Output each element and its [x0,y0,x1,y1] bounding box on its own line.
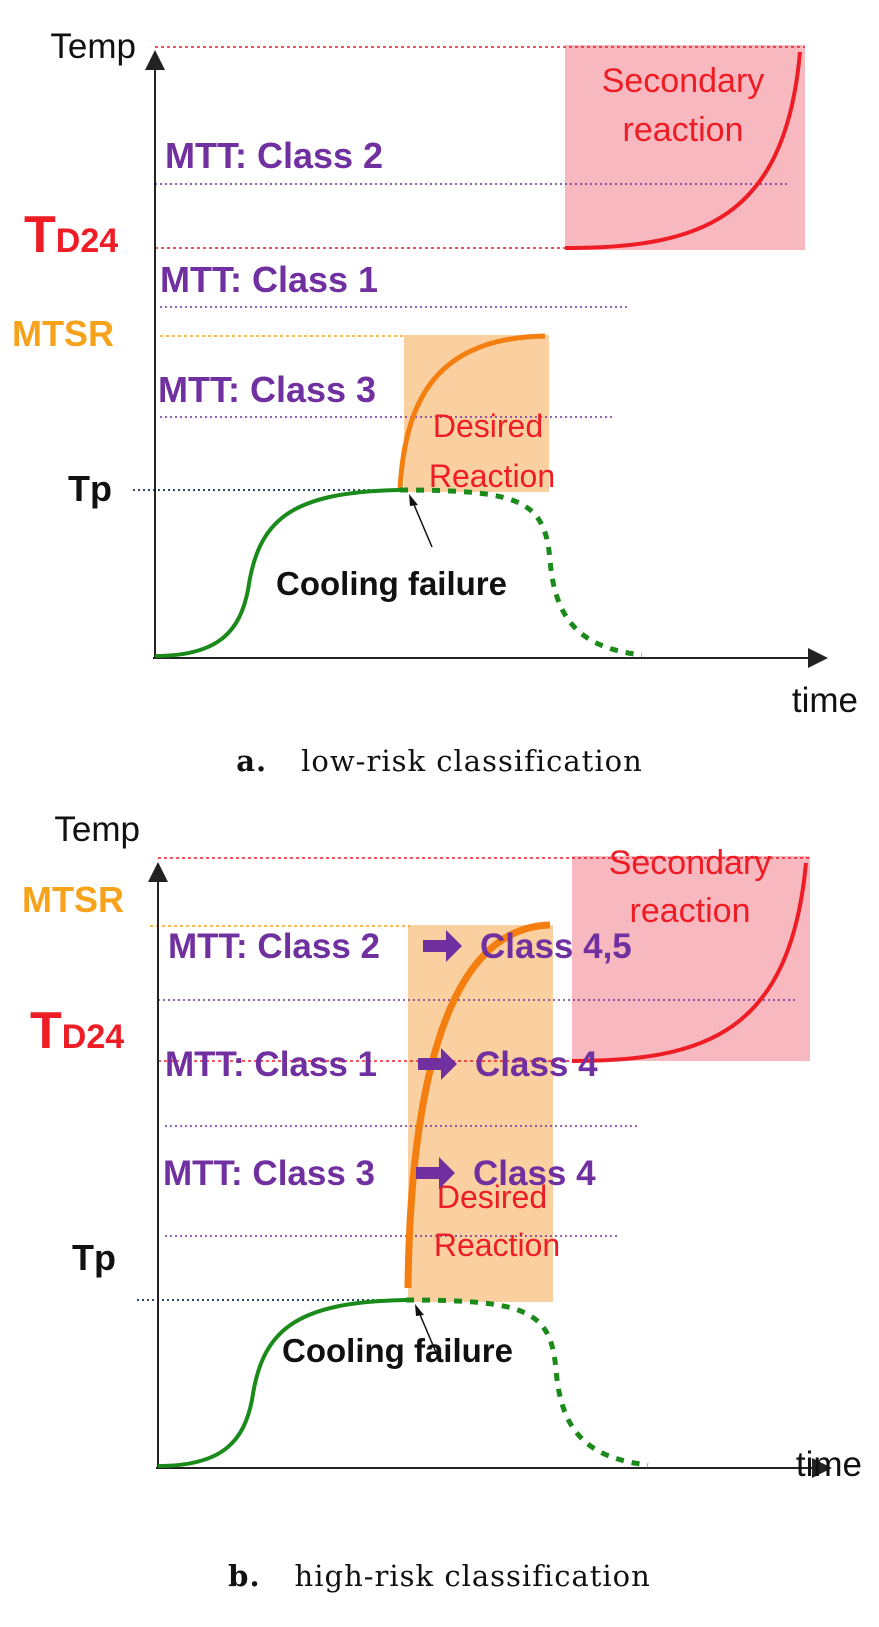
secondary-reaction-curve [571,862,808,1063]
secondary-reaction-label-1: Secondary [602,62,765,100]
panel-a-diagram: Temp time TD24 MTSR Tp MTT: Class 2 MTT:… [12,27,858,720]
process-curve [154,488,401,658]
cooling-failure-pointer-head [409,494,418,506]
mtsr-label: MTSR [12,313,114,354]
mtt-class3-to-label: Class 4 [473,1154,596,1193]
x-axis-label: time [796,1445,862,1484]
cooling-failure-label: Cooling failure [282,1332,513,1369]
secondary-reaction-label-2: reaction [623,111,744,149]
td24-label-sub: D24 [56,222,118,260]
mtt-class1-label: MTT: Class 1 [165,1045,377,1084]
cooling-failure-dotted-curve [399,487,643,658]
td24-label-main: T [24,206,56,264]
caption-b: b. high-risk classification [0,1559,879,1593]
y-axis-label: Temp [54,810,140,849]
td24-label-main: T [30,1002,62,1060]
caption-b-text: high-risk classification [294,1559,651,1593]
mtt-class2-to-label: Class 4,5 [480,927,632,966]
mtt-class1-to-label: Class 4 [475,1045,598,1084]
mtsr-label: MTSR [22,879,124,920]
td24-label: TD24 [30,1002,124,1060]
tp-label: Tp [68,468,112,509]
desired-reaction-curve [404,921,551,1289]
secondary-reaction-label-2: reaction [630,892,751,930]
panel-b-diagram: Temp time MTSR TD24 Tp Secondary reactio… [22,810,862,1484]
mtt-class3-label: MTT: Class 3 [158,369,376,410]
mtt-class3-arrow-icon [416,1157,455,1189]
mtt-class2-arrow-icon [423,930,462,962]
cooling-failure-pointer-head [415,1304,424,1316]
desired-reaction-zone [404,335,549,492]
tp-label: Tp [72,1237,116,1278]
cooling-failure-pointer [417,1309,439,1358]
panel-a-low-risk: Temp time TD24 MTSR Tp MTT: Class 2 MTT:… [0,0,879,720]
desired-reaction-label-1: Desired [437,1179,547,1215]
mtt-class2-label: MTT: Class 2 [168,927,380,966]
mtt-class1-arrow-icon [418,1048,457,1080]
y-axis-label: Temp [50,27,136,66]
caption-a: a. low-risk classification [0,744,879,778]
desired-reaction-curve [397,333,546,491]
secondary-reaction-zone [572,856,810,1061]
desired-reaction-label-2: Reaction [429,458,555,494]
cooling-failure-dotted-curve [405,1297,649,1468]
cooling-failure-label: Cooling failure [276,565,507,602]
td24-label-sub: D24 [62,1018,124,1056]
td24-label: TD24 [24,206,118,264]
desired-reaction-zone [408,925,553,1302]
desired-reaction-label-2: Reaction [434,1227,560,1263]
mtt-class2-label: MTT: Class 2 [165,135,383,176]
mtt-class3-label: MTT: Class 3 [163,1154,375,1193]
caption-a-letter: a. [236,744,268,778]
x-axis-label: time [792,681,858,720]
secondary-reaction-curve [564,51,802,250]
cooling-failure-pointer [411,499,433,548]
mtt-class1-label: MTT: Class 1 [160,259,378,300]
secondary-reaction-zone [565,45,805,250]
process-curve [157,1298,407,1468]
secondary-reaction-label-1: Secondary [609,844,772,882]
desired-reaction-label-1: Desired [433,408,543,444]
caption-b-letter: b. [228,1559,261,1593]
panel-b-high-risk: Temp time MTSR TD24 Tp Secondary reactio… [0,808,879,1538]
caption-a-text: low-risk classification [301,744,643,778]
